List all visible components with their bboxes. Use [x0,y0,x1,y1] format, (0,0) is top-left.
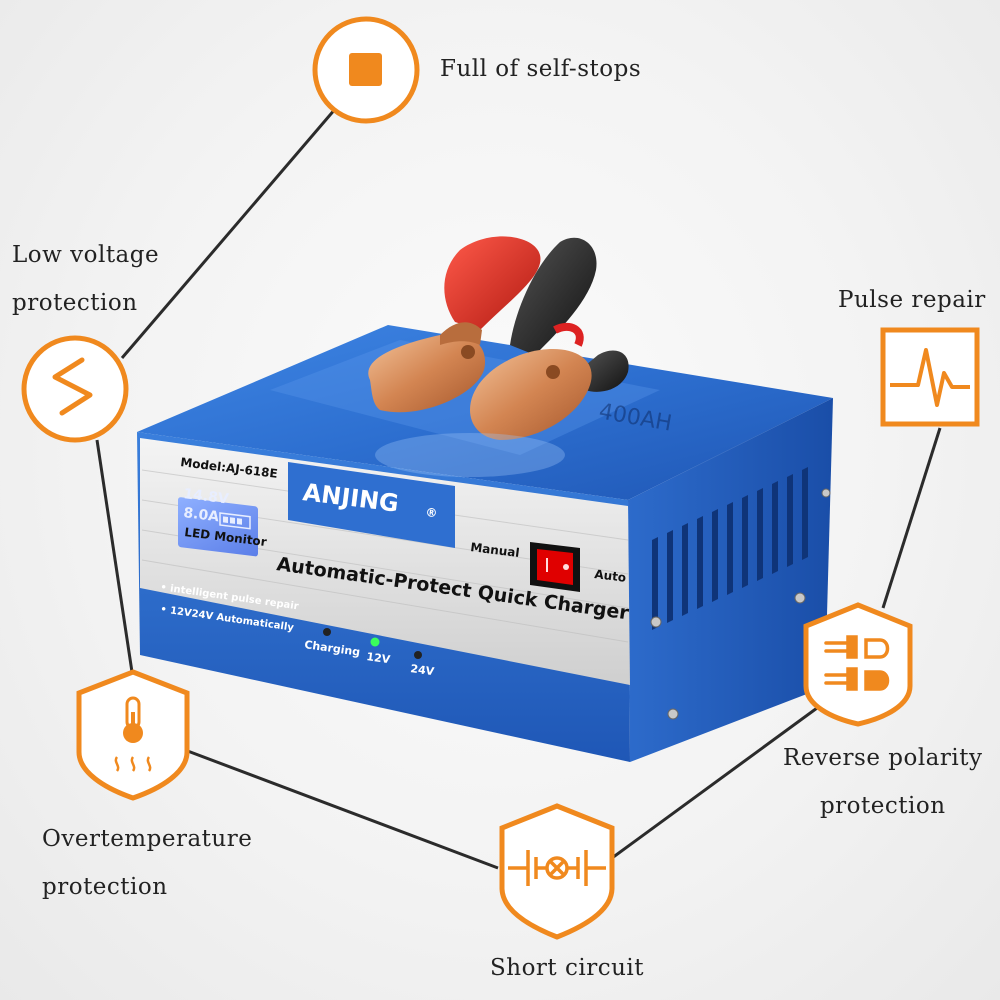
label-pulse-repair-text: Pulse repair [838,287,986,313]
label-12v: 12V [366,650,392,666]
connector-lines [95,107,942,870]
circuit-shield-icon [508,850,606,886]
feature-short-circuit [499,803,615,940]
side-vents [652,467,808,630]
brand-mark: ® [425,505,439,520]
red-clamp [368,236,541,413]
led-24v [414,651,422,659]
label-overtemp-line2: protection [42,874,168,900]
label-low-voltage-line1: Low voltage [12,242,160,268]
label-short-circuit-text: Short circuit [490,955,644,981]
label-short-circuit: Short circuit [490,944,644,992]
label-low-voltage: Low voltage protection [12,231,159,327]
label-overtemp: Overtemperature protection [42,815,252,911]
zigzag-icon [52,357,93,416]
auto-label: Auto [594,567,627,585]
lcd-battery-icon [219,512,251,530]
label-full-stop: Full of self-stops [440,45,641,93]
feature-pulse-repair [880,327,980,427]
led-12v [370,637,380,647]
thermometer-shield-icon [114,696,152,772]
label-reverse-polarity: Reverse polarity protection [783,734,982,830]
lcd-screen [178,497,258,557]
front-label-panel [140,438,630,685]
stop-square-icon [349,53,382,86]
lcd-voltage: 14.8V [183,486,230,507]
battery-charger [137,236,833,762]
feature-full-stop [312,16,420,124]
brand-box [288,462,455,548]
manual-label: Manual [470,540,521,560]
label-overtemp-line1: Overtemperature [42,826,253,852]
black-clamp [470,237,629,440]
charging-led [323,628,331,636]
feature-low-voltage [21,335,129,443]
feature-overtemp [76,669,190,801]
feature-reverse-polarity [803,602,913,727]
label-pulse-repair: Pulse repair [838,276,986,324]
lcd-current: 8.0A [183,505,220,525]
plug-polarity-icon [824,635,890,691]
label-24v: 24V [410,662,436,678]
label-low-voltage-line2: protection [12,290,138,316]
pulse-wave-icon [890,348,970,407]
label-reverse-line2: protection [819,793,946,819]
case-screws [650,488,831,720]
label-full-stop-text: Full of self-stops [440,56,642,82]
label-reverse-line1: Reverse polarity [783,745,983,771]
